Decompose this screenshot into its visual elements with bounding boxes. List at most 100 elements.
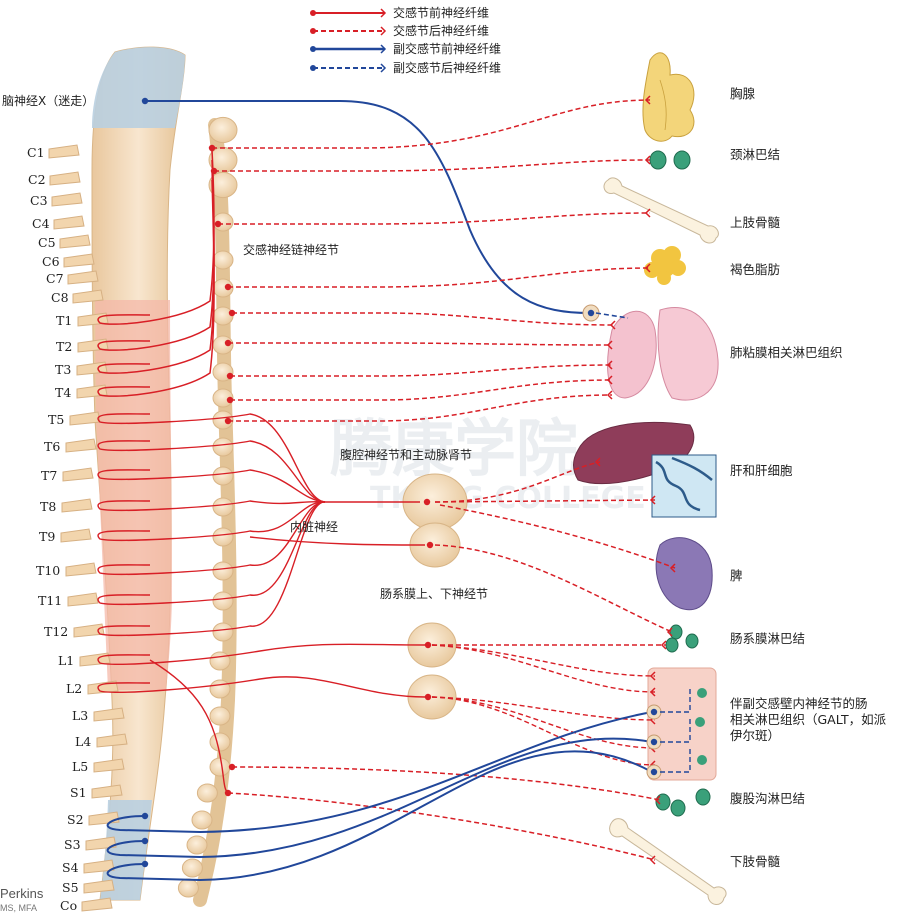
vagus-origin-dot — [141, 97, 149, 105]
ganglion-dot — [650, 768, 658, 776]
galt-label: 伴副交感壁内神经节的肠 相关淋巴组织（GALT，如派 伊尔斑） — [730, 696, 890, 743]
segment-label-t2: T2 — [56, 339, 72, 354]
mln-arrow-2 — [660, 640, 667, 650]
gut-arrow — [649, 671, 656, 681]
lower-marrow-label: 下肢骨髓 — [730, 854, 781, 869]
segment-label-t12: T12 — [44, 624, 68, 639]
legend-item-para-post: 副交感节后神经纤维 — [310, 60, 501, 75]
liver-icon — [573, 421, 717, 518]
lumbar-splanchnic-2 — [97, 676, 426, 698]
chain-ganglion — [186, 835, 208, 855]
segment-label-c8: C8 — [51, 290, 69, 305]
segment-label-co: Co — [60, 898, 77, 913]
chain-post-inguinal — [231, 766, 661, 801]
chain-ganglion — [212, 410, 234, 430]
sympathetic-post-lung-5 — [228, 394, 613, 422]
legend-label: 副交感节前神经纤维 — [393, 41, 501, 56]
terminal-arrow — [644, 208, 651, 218]
sympathetic-post-cervical-ln — [214, 159, 651, 172]
nerve-root-t8 — [61, 498, 93, 513]
ganglion-dot — [650, 708, 658, 716]
chain-ganglion — [196, 783, 218, 803]
chain-ganglion — [212, 622, 234, 642]
segment-label-l1: L1 — [58, 653, 74, 668]
synapse-dot — [224, 339, 232, 347]
terminal-arrow — [644, 155, 651, 165]
spleen-label: 脾 — [730, 568, 743, 583]
chain-ganglion — [212, 561, 234, 581]
chain-ganglion — [212, 306, 234, 326]
aorticorenal-synapse — [426, 541, 434, 549]
brown-fat-icon — [644, 246, 686, 285]
nerve-root-s1 — [91, 784, 123, 799]
segment-label-t1: T1 — [56, 313, 72, 328]
synapse-dot — [228, 309, 236, 317]
liver-label: 肝和肝细胞 — [730, 463, 793, 478]
segment-label-l5: L5 — [72, 759, 88, 774]
cervical-lymph-node-icon — [649, 150, 691, 170]
sup-mesenteric-synapse — [424, 641, 432, 649]
legend-label: 副交感节后神经纤维 — [393, 60, 501, 75]
sacral-origin-dot — [141, 812, 149, 820]
synapse-dot — [224, 417, 232, 425]
legend-item-symp-pre: 交感节前神经纤维 — [310, 5, 489, 20]
chain-ganglion — [212, 388, 234, 408]
segment-label-l2: L2 — [66, 681, 82, 696]
ganglion-dot — [650, 738, 658, 746]
nerve-fibers — [97, 95, 691, 882]
nerve-root-t6 — [65, 438, 97, 453]
synapse-dot — [214, 220, 222, 228]
para-post-gut — [660, 716, 691, 743]
terminal-arrow — [606, 375, 613, 385]
nerve-roots — [48, 144, 128, 912]
upper-bone-icon — [603, 177, 719, 244]
segment-label-t6: T6 — [44, 439, 60, 454]
mesenteric-ln-label: 肠系膜淋巴结 — [730, 631, 805, 646]
watermark: 腾康学院 TKENG COLLEGE — [330, 412, 646, 516]
inguinal-ln-label: 腹股沟淋巴结 — [730, 791, 805, 806]
synapse-dot — [226, 396, 234, 404]
splanchnic-nerve-9 — [97, 501, 326, 541]
lumbar-splanchnic-1 — [97, 643, 426, 665]
nerve-root-l4 — [96, 733, 128, 748]
segment-label-t10: T10 — [36, 563, 60, 578]
sympathetic-post-upper-marrow — [218, 212, 651, 225]
terminal-arrow — [606, 340, 613, 350]
segment-labels: C1C2C3C4C5C6C7C8T1T2T3T4T5T6T7T8T9T10T11… — [27, 145, 91, 913]
nerve-root-co — [81, 897, 113, 912]
brown-fat-label: 褐色脂肪 — [730, 262, 780, 277]
chain-ganglion — [209, 757, 231, 777]
vagus-label: 脑神经X（迷走） — [2, 94, 94, 108]
sympathetic-post-thymus — [212, 99, 651, 149]
splanchnic-nerve-5 — [97, 413, 326, 503]
sympathetic-chain-label: 交感神经链神经节 — [243, 242, 339, 257]
upper-marrow-label: 上肢骨髓 — [730, 215, 781, 230]
spleen-arrow — [669, 563, 676, 573]
vagus-postganglionic — [595, 312, 629, 319]
cervical-ln-label: 颈淋巴结 — [730, 147, 780, 162]
chain-ganglion — [181, 858, 203, 878]
nerve-root-s3 — [85, 836, 117, 851]
splanchnic-nerve-7 — [97, 469, 326, 503]
nerve-root-c3 — [51, 192, 83, 207]
terminal-arrow — [609, 320, 616, 330]
segment-label-c6: C6 — [42, 254, 60, 269]
chain-ganglion — [208, 116, 238, 144]
spinal-cord — [91, 46, 186, 901]
segment-label-s1: S1 — [70, 785, 87, 800]
lung-label: 肺粘膜相关淋巴组织 — [730, 345, 843, 360]
sympathetic-post-lung-3 — [230, 364, 613, 377]
mesenteric-post-gut — [431, 644, 656, 677]
chain-ganglion — [212, 437, 234, 457]
inguinal-arrow — [654, 795, 661, 805]
chain-synapse — [228, 763, 236, 771]
segment-label-s4: S4 — [62, 860, 79, 875]
sympathetic-chain — [177, 116, 238, 907]
nerve-root-c6 — [63, 253, 95, 268]
thymus-label: 胸腺 — [730, 86, 756, 101]
lung-icon — [607, 306, 719, 401]
nerve-root-s4 — [83, 859, 115, 874]
inguinal-lymph-node-icon — [655, 788, 711, 817]
legend-item-symp-post: 交感节后神经纤维 — [310, 23, 489, 38]
